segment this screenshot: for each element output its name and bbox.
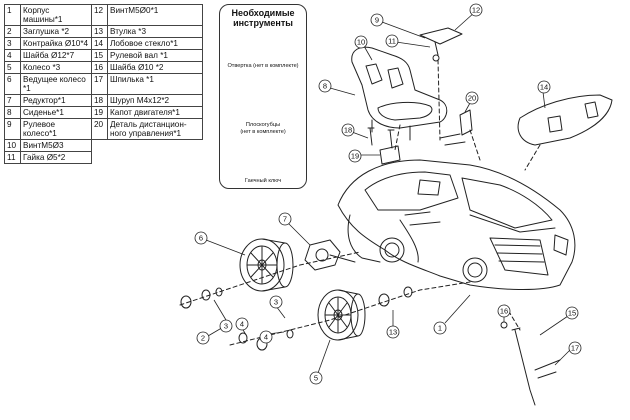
callout-label-13: 13: [389, 328, 397, 337]
parts-table: 1 Корпус машины*1 12 ВинтМ5Ø0*1 2 Заглуш…: [4, 4, 203, 164]
tools-title-line2: инструменты: [233, 18, 293, 28]
steering-shaft: [511, 327, 561, 406]
callout-label-7: 7: [283, 215, 287, 224]
callout-circle-20: [465, 91, 479, 105]
table-row: 11 Гайка Ø5*2: [4, 151, 203, 164]
seat: [351, 46, 448, 141]
callout-label-19: 19: [351, 152, 359, 161]
callout-label-4: 4: [264, 333, 268, 342]
callout-circle-8: [318, 79, 332, 93]
callout-label-9: 9: [375, 16, 379, 25]
callout-circle-14: [537, 80, 551, 94]
callout-circle-11: [385, 34, 399, 48]
wrench-caption: Гаечный ключ: [244, 178, 282, 184]
callout-label-4: 4: [240, 320, 244, 329]
table-row: 9 Рулевое колесо*1 20 Деталь дистанцион-…: [4, 118, 203, 140]
hood: [379, 145, 401, 165]
callout-circle-6: [194, 231, 208, 245]
callout-circle-4: [235, 317, 249, 331]
callout-circle-5: [309, 371, 323, 385]
callout-label-8: 8: [323, 82, 327, 91]
screwdriver-caption: Отвертка (нет в комплекте): [227, 63, 299, 69]
callout-label-17: 17: [571, 344, 579, 353]
callout-label-3: 3: [274, 298, 278, 307]
callout-circle-17: [568, 341, 582, 355]
callout-label-15: 15: [568, 309, 576, 318]
pliers-caption-line2: (нет в комплекте): [240, 129, 286, 135]
callout-circle-9: [370, 13, 384, 27]
callout-label-14: 14: [540, 83, 548, 92]
callout-label-16: 16: [500, 307, 508, 316]
windshield: [517, 94, 613, 146]
callout-label-20: 20: [468, 94, 476, 103]
callout-circle-12: [469, 3, 483, 17]
required-tools-box: Необходимые инструменты Отвертка (нет в …: [219, 4, 307, 189]
gearbox: [304, 239, 356, 271]
callout-circle-2: [196, 331, 210, 345]
part-name: Деталь дистанцион-ного управления*1: [107, 118, 203, 140]
table-row: 4 Шайба Ø12*7 15 Рулевой вал *1: [4, 49, 203, 62]
callout-label-12: 12: [472, 6, 480, 15]
callout-circle-19: [348, 149, 362, 163]
table-row: 7 Редуктор*1 18 Шуруп М4х12*2: [4, 94, 203, 107]
callout-circle-7: [278, 212, 292, 226]
part-name: Гайка Ø5*2: [20, 151, 92, 164]
small-parts: [180, 286, 508, 351]
callout-circle-15: [565, 306, 579, 320]
callout-label-2: 2: [201, 334, 205, 343]
callout-label-3: 3: [224, 322, 228, 331]
callout-circle-3: [219, 319, 233, 333]
part-name: Рулевое колесо*1: [20, 118, 92, 140]
drive-wheel: [239, 238, 294, 292]
callout-circle-16: [497, 304, 511, 318]
callout-circle-13: [386, 325, 400, 339]
tools-title-line1: Необходимые: [231, 8, 295, 18]
callout-label-5: 5: [314, 374, 318, 383]
car-body: [337, 159, 576, 290]
table-row: 5 Колесо *3 16 Шайба Ø10 *2: [4, 61, 203, 74]
table-row: 6 Ведущее колесо *1 17 Шпилька *1: [4, 73, 203, 95]
callout-circle-1: [433, 321, 447, 335]
screws: [367, 127, 395, 149]
callout-circle-3: [269, 295, 283, 309]
callout-label-10: 10: [357, 38, 365, 47]
callout-label-1: 1: [438, 324, 442, 333]
remote-control-part: [439, 109, 473, 146]
pliers-caption-line1: Плоскогубцы: [245, 122, 281, 128]
wheel: [317, 289, 366, 341]
callout-circle-18: [341, 123, 355, 137]
callout-label-18: 18: [344, 126, 352, 135]
callout-circle-4: [259, 330, 273, 344]
callout-label-6: 6: [199, 234, 203, 243]
callout-label-11: 11: [388, 37, 396, 46]
steering-wheel: [419, 27, 463, 62]
callout-circle-10: [354, 35, 368, 49]
